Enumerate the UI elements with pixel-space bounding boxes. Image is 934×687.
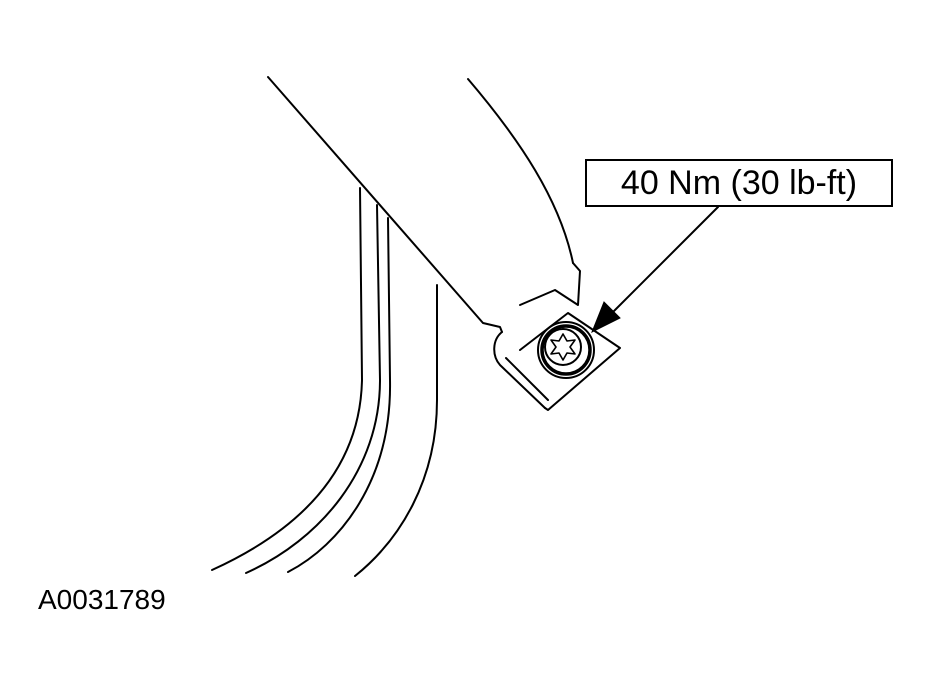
figure-id-label: A0031789 bbox=[38, 584, 166, 615]
flange-bolt-icon bbox=[538, 322, 594, 378]
callout-leader-line bbox=[612, 207, 718, 313]
bracket-arm-right-edge bbox=[468, 79, 573, 263]
housing-curve-inner bbox=[355, 285, 437, 576]
torque-spec-callout: 40 Nm (30 lb-ft) bbox=[585, 159, 893, 207]
torque-spec-label: 40 Nm (30 lb-ft) bbox=[620, 164, 858, 202]
bracket-arm-left-edge bbox=[268, 77, 502, 332]
housing-curve-second bbox=[246, 205, 380, 573]
housing-curve-outer bbox=[212, 188, 362, 570]
mounting-tab-bend bbox=[494, 332, 545, 408]
housing-curve-third bbox=[288, 218, 390, 572]
callout-arrowhead bbox=[592, 302, 620, 332]
bracket-step bbox=[520, 263, 580, 305]
mounting-tab-lip bbox=[506, 358, 548, 400]
